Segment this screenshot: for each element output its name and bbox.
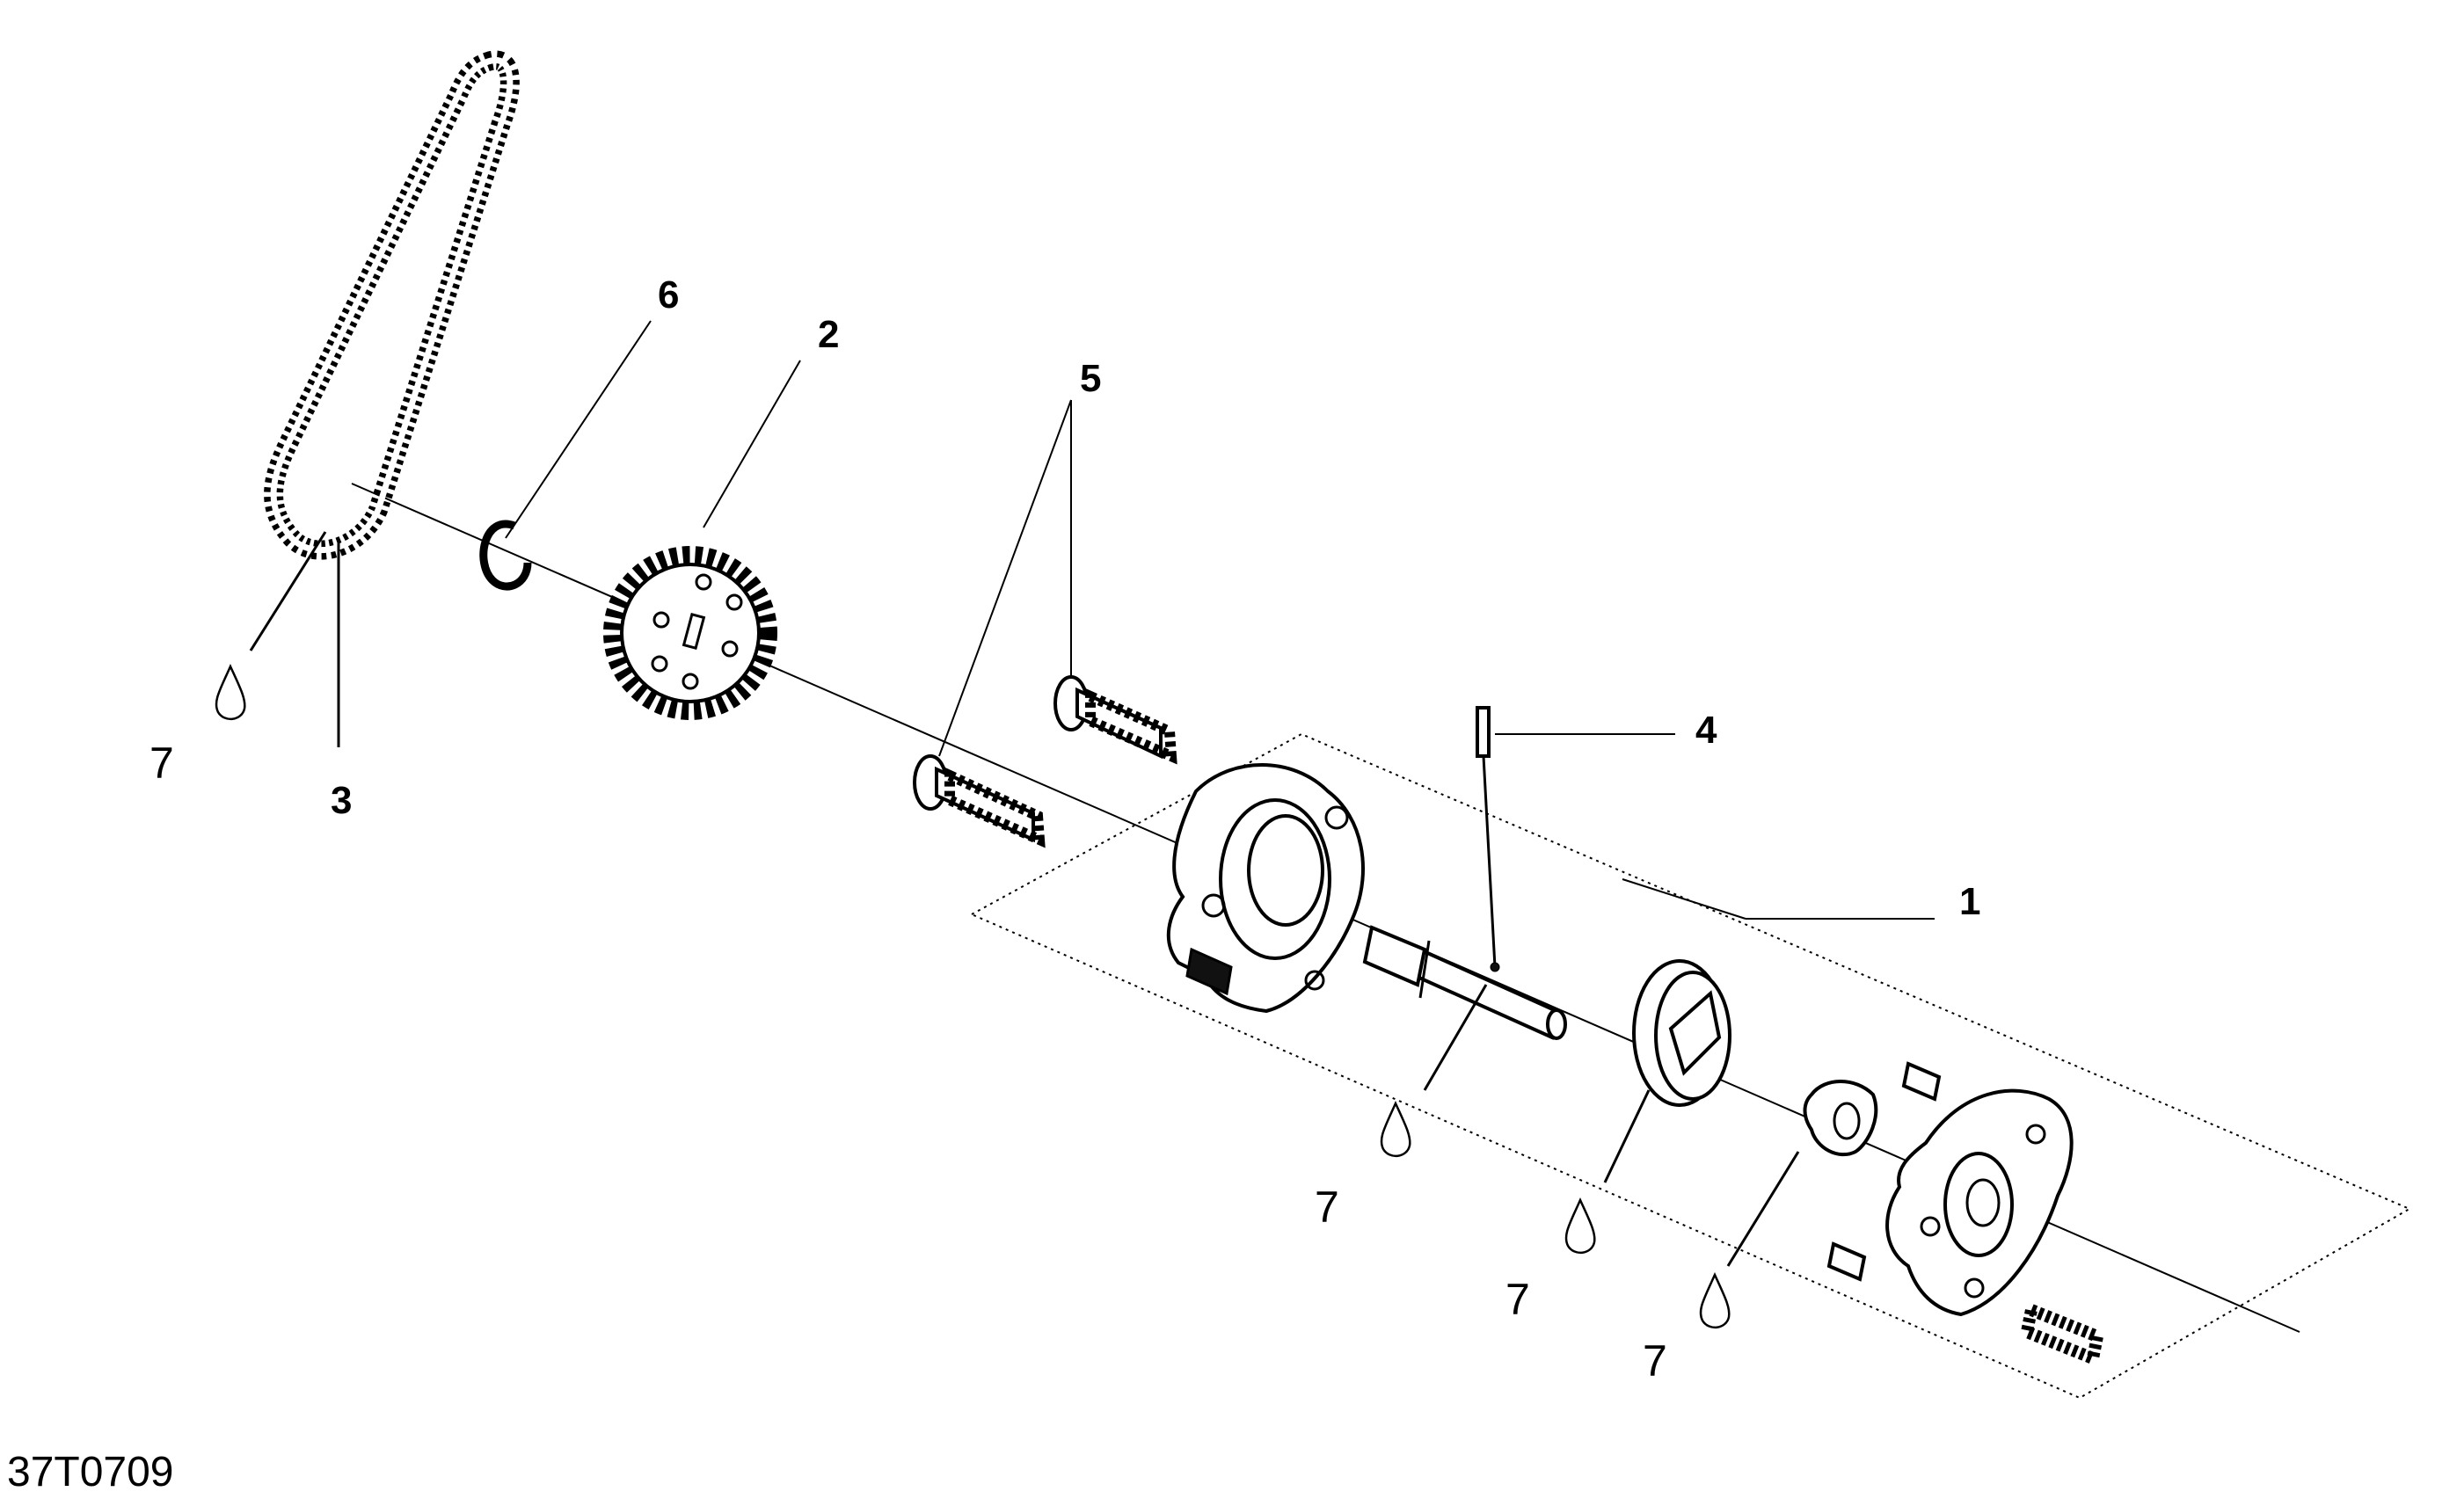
oil-drop-icon: [215, 663, 246, 720]
leader-lines: [249, 320, 1935, 1267]
oil-drop-icon: [1564, 1197, 1596, 1254]
lubricant-label-4: 7: [1643, 1336, 1667, 1386]
oil-drop-icon: [1699, 1271, 1731, 1328]
pump-shaft: [1362, 925, 1567, 1040]
callout-1: 1: [1959, 880, 1980, 923]
inner-rotor: [1803, 1080, 1878, 1157]
pump-housing: [1166, 763, 1365, 1014]
callout-4: 4: [1695, 709, 1717, 752]
callout-2: 2: [818, 313, 839, 356]
lubricant-label-1: 7: [149, 739, 174, 788]
dowel-pin-upper: [1901, 1061, 1942, 1102]
screw: [2019, 1301, 2105, 1367]
bolt-lower: [913, 754, 1046, 848]
retaining-ring: [479, 520, 532, 591]
dowel-pin-lower: [1826, 1241, 1867, 1282]
figure-code: 37T0709: [7, 1449, 174, 1495]
oil-drop-icon: [1380, 1100, 1411, 1157]
pump-cover: [1885, 1088, 2074, 1317]
pump-assembly-outline: [969, 732, 2412, 1400]
callout-5: 5: [1080, 357, 1101, 400]
lubricant-label-3: 7: [1505, 1275, 1530, 1324]
bolt-upper: [1053, 675, 1177, 765]
timing-chain: [264, 50, 520, 560]
lubricant-label-2: 7: [1315, 1182, 1339, 1232]
sprocket: [603, 546, 777, 720]
outer-rotor: [1632, 959, 1731, 1107]
pin: [1476, 706, 1500, 972]
callout-3: 3: [331, 779, 352, 822]
callout-6: 6: [658, 273, 679, 317]
